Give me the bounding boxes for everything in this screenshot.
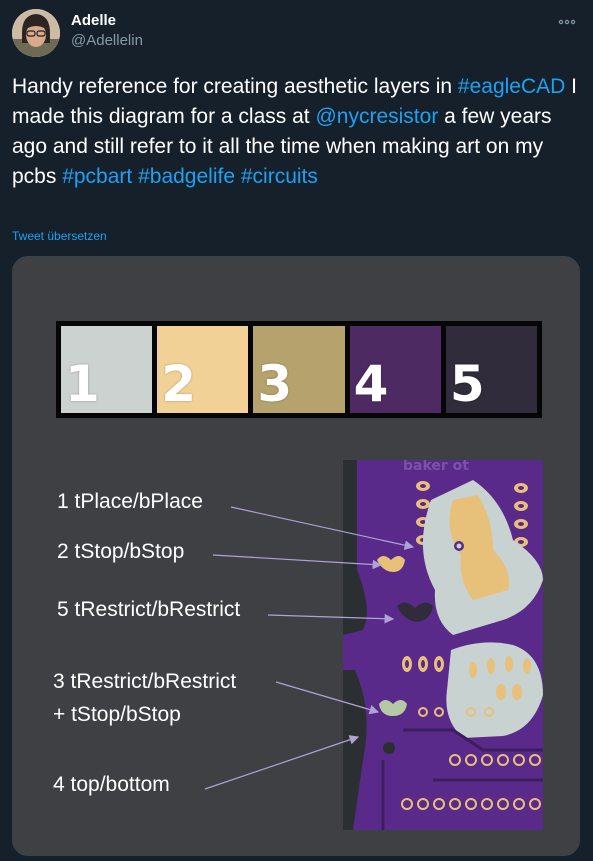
- swatch-3: 3: [253, 326, 345, 413]
- swatch-number: 4: [353, 355, 389, 413]
- label-tplace: 1 tPlace/bPlace: [57, 490, 203, 513]
- arrow-trestrict: [267, 613, 395, 624]
- svg-text:baker ot: baker ot: [403, 460, 469, 474]
- tweet-media-image[interactable]: 1 2 3 4 5 baker ot: [12, 256, 580, 856]
- translate-tweet-link[interactable]: Tweet übersetzen: [12, 229, 107, 243]
- display-name[interactable]: Adelle: [71, 12, 117, 29]
- label-trestrict-tstop-line2: + tStop/bStop: [53, 703, 181, 726]
- profile-photo-icon: [12, 9, 60, 57]
- tweet-text-segment: a few years ago and still refer to it al…: [12, 105, 552, 188]
- arrow-top-bottom: [204, 735, 360, 790]
- user-handle[interactable]: @Adellelin: [71, 32, 143, 49]
- avatar[interactable]: [12, 9, 60, 57]
- more-horizontal-icon: [558, 19, 576, 25]
- swatch-number: 1: [65, 355, 100, 413]
- hashtag-link[interactable]: #circuits: [240, 165, 318, 188]
- mention-link[interactable]: @nycresistor: [315, 105, 439, 128]
- hashtag-link[interactable]: #pcbart: [62, 165, 133, 188]
- layer-color-swatches: 1 2 3 4 5: [56, 321, 542, 418]
- swatch-1: 1: [61, 326, 153, 413]
- label-trestrict: 5 tRestrict/bRestrict: [57, 598, 241, 621]
- swatch-number: 2: [161, 355, 196, 413]
- label-top-bottom: 4 top/bottom: [53, 773, 170, 796]
- swatch-4: 4: [349, 326, 441, 413]
- arrow-tplace: [230, 506, 415, 550]
- swatch-number: 3: [257, 355, 293, 413]
- hashtag-link[interactable]: #eagleCAD: [457, 75, 566, 98]
- arrow-trestrict-tstop: [275, 681, 380, 715]
- more-options-button[interactable]: [555, 10, 579, 34]
- swatch-number: 5: [449, 355, 485, 413]
- pcb-photo: baker ot: [343, 460, 543, 830]
- arrow-tstop: [212, 554, 383, 570]
- swatch-2: 2: [157, 326, 249, 413]
- tweet-text-segment: Handy reference for creating aesthetic l…: [12, 75, 458, 98]
- hashtag-link[interactable]: #badgelife: [138, 165, 236, 188]
- callout-arrows: [204, 506, 415, 790]
- label-trestrict-tstop-line1: 3 tRestrict/bRestrict: [53, 670, 237, 693]
- tweet-text-segment: I made this diagram for a class at: [12, 75, 577, 128]
- swatch-5: 5: [445, 326, 538, 413]
- tweet-text: Handy reference for creating aesthetic l…: [12, 72, 584, 192]
- label-tstop: 2 tStop/bStop: [57, 540, 185, 563]
